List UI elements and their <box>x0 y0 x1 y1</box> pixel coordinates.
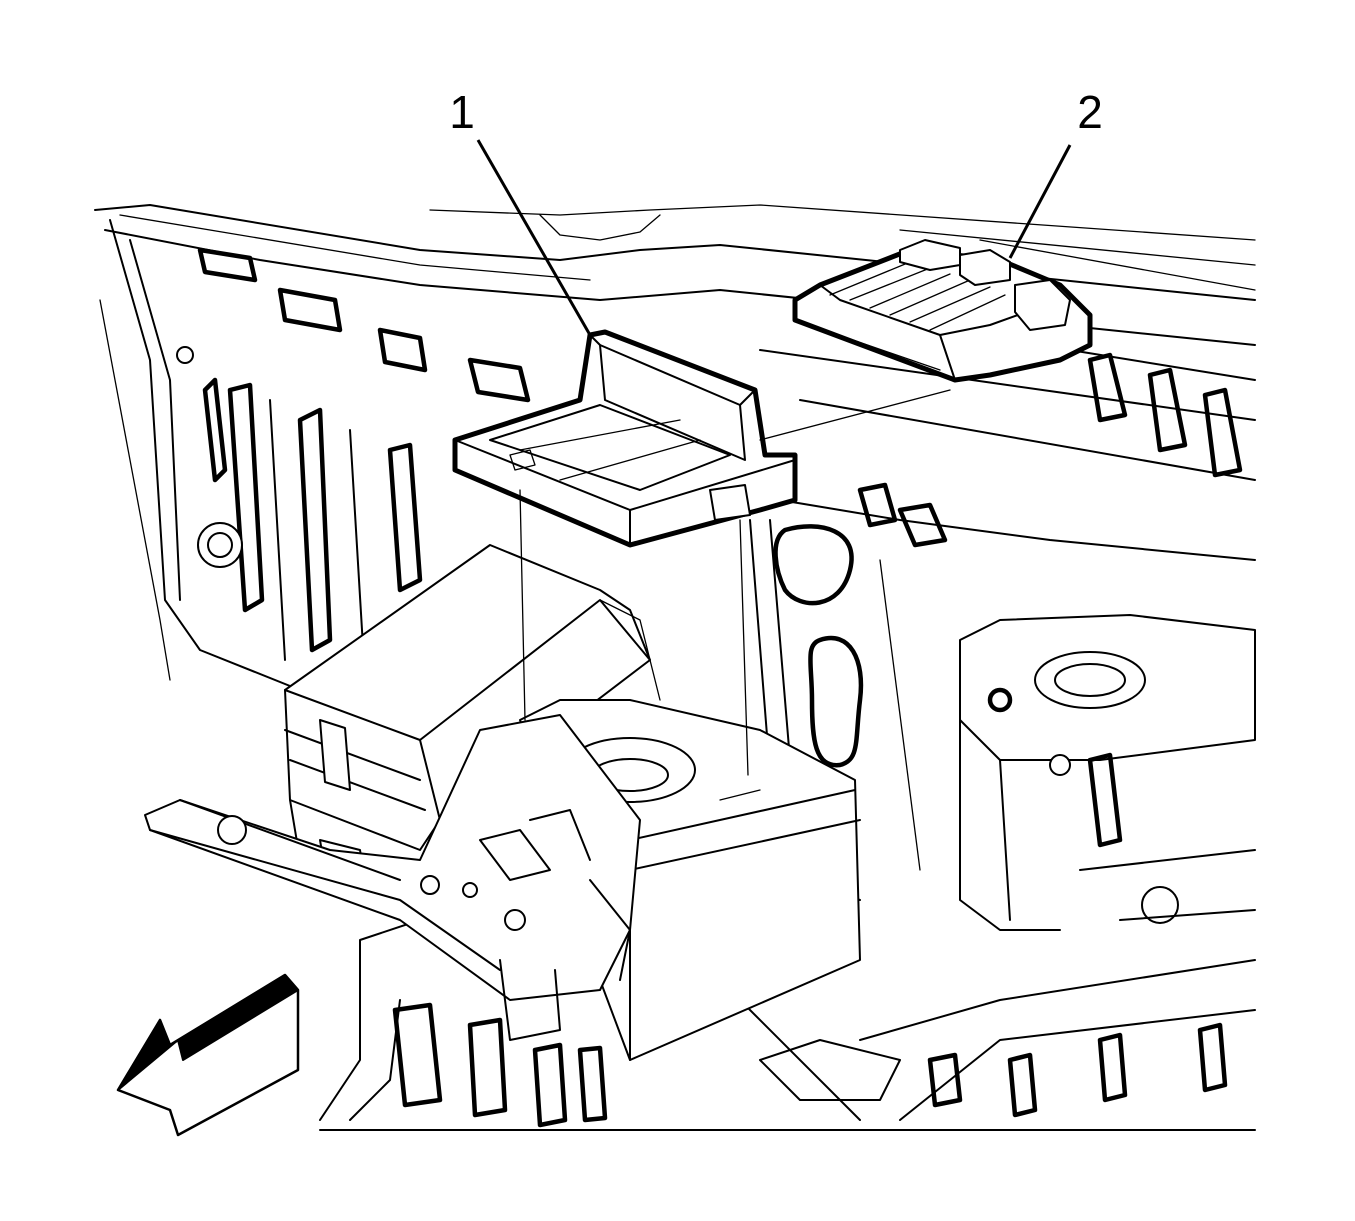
firewall-structure <box>94 204 1256 1131</box>
callout-2-label: 2 <box>1077 86 1103 138</box>
callout-2-part <box>759 239 1093 441</box>
callout-1-leader <box>476 139 592 336</box>
callout-2-leader <box>1008 144 1072 259</box>
callout-1-part <box>452 329 798 776</box>
underhood-fuse-block <box>284 544 661 881</box>
battery-bracket <box>144 714 641 1041</box>
callout-1-label: 1 <box>449 86 475 138</box>
forward-direction-arrow-icon <box>116 973 300 1137</box>
